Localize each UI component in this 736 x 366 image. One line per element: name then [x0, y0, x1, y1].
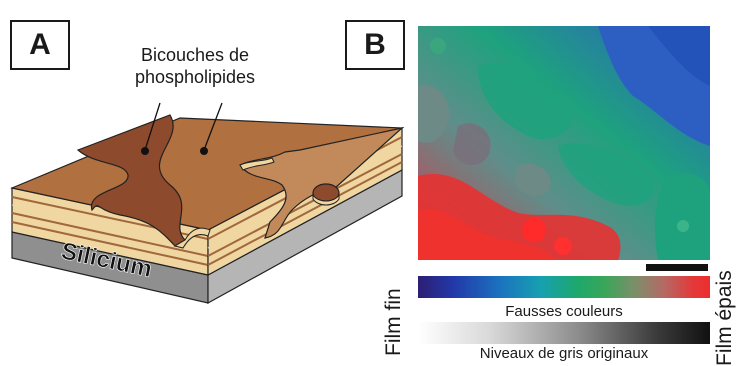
callout-line-light	[203, 102, 223, 151]
scale-bar	[646, 264, 708, 271]
grayscale-scale	[418, 322, 710, 344]
thick-film-label: Film épais	[713, 270, 736, 366]
phospholipid-callout: Bicouches de phospholipides	[115, 44, 275, 88]
bilayer-patch-dark	[76, 114, 186, 247]
callout-dot-light	[200, 147, 208, 155]
grayscale-label: Niveaux de gris originaux	[479, 345, 649, 362]
callout-line-2: phospholipides	[134, 67, 256, 87]
false-color-micrograph	[418, 26, 710, 260]
callout-dot-dark	[141, 147, 149, 155]
thin-film-label: Film fin	[382, 288, 405, 356]
panel-a-label: A	[10, 20, 70, 70]
false-color-scale	[418, 276, 710, 298]
false-color-label: Fausses couleurs	[505, 303, 623, 320]
light-patch-rim	[239, 157, 275, 171]
bilayer-patch-light	[239, 126, 405, 239]
bilayer-patch-edge	[173, 227, 211, 249]
panel-b-label: B	[345, 20, 405, 70]
callout-line-1: Bicouches de	[140, 45, 250, 65]
callout-line-dark	[144, 102, 161, 151]
